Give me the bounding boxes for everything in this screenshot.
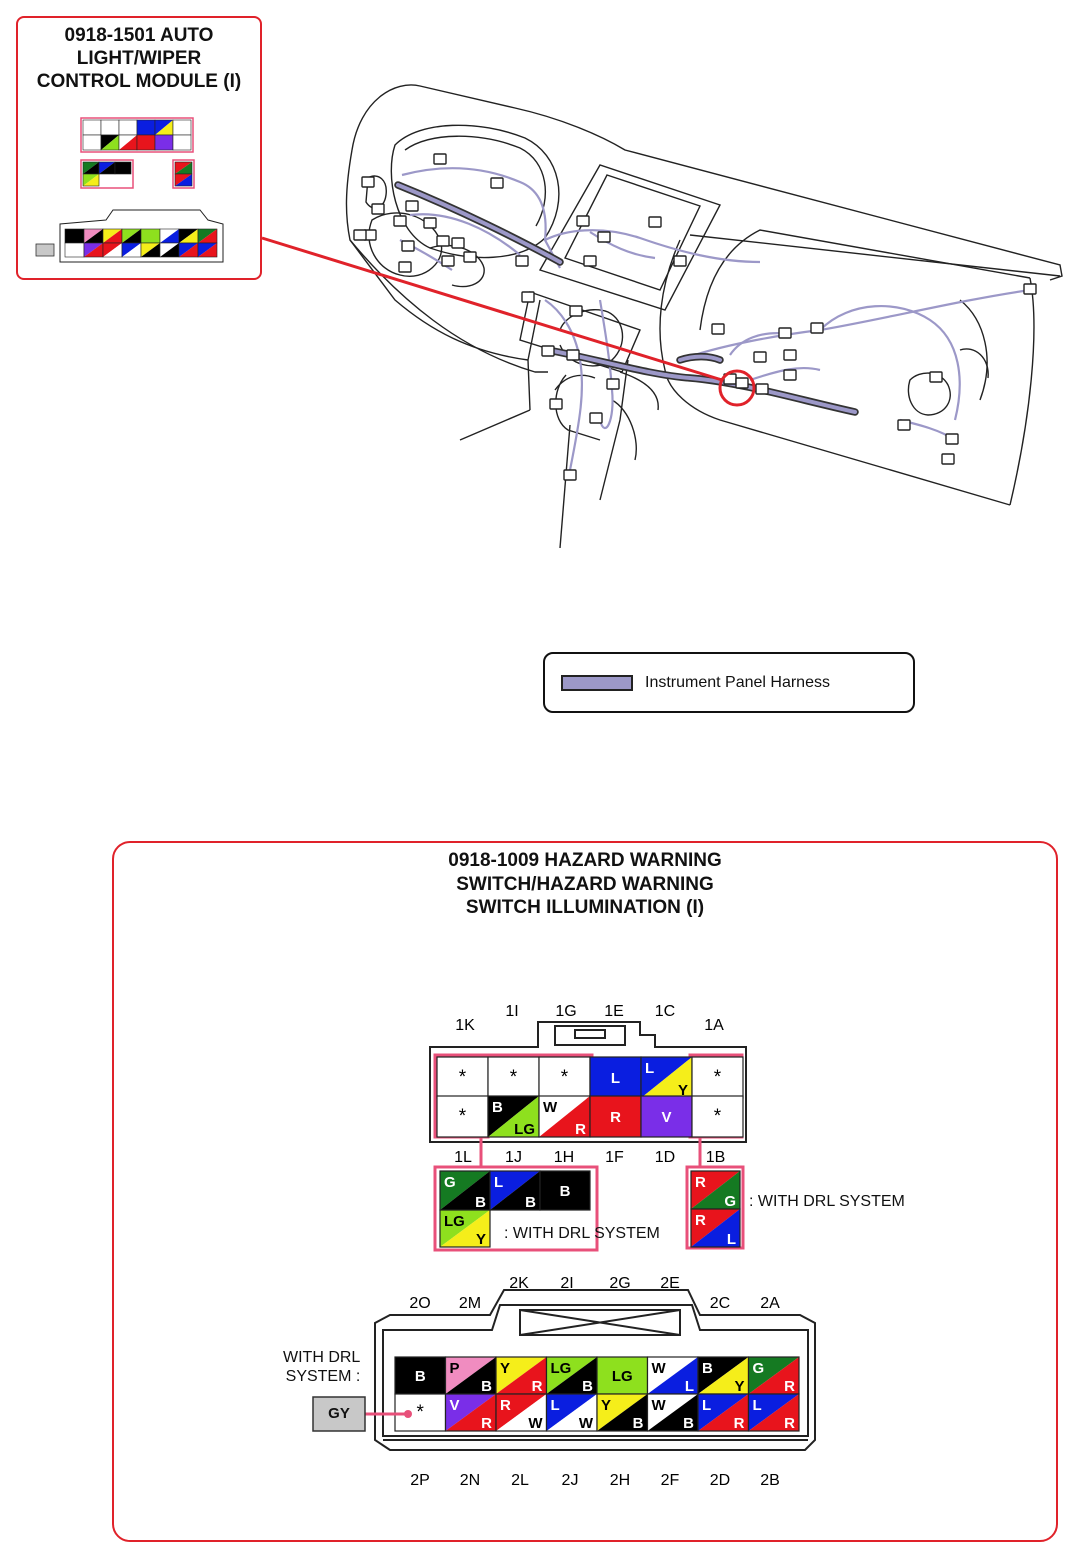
harness-swatch bbox=[561, 675, 633, 691]
legend-label: Instrument Panel Harness bbox=[645, 674, 830, 691]
hazard-callout-title: 0918-1009 HAZARD WARNING SWITCH/HAZARD W… bbox=[448, 850, 722, 918]
hazard-callout: 0918-1009 HAZARD WARNING SWITCH/HAZARD W… bbox=[112, 841, 1058, 1542]
legend-box: Instrument Panel Harness bbox=[543, 652, 915, 713]
drl-prefix: WITH DRL SYSTEM : bbox=[283, 1349, 361, 1385]
small-callout-title: 0918-1501 AUTO LIGHT/WIPER CONTROL MODUL… bbox=[36, 25, 242, 92]
drl-note-right: : WITH DRL SYSTEM bbox=[749, 1193, 905, 1210]
small-connector-thumbnail bbox=[35, 117, 224, 263]
drl-note-left: : WITH DRL SYSTEM bbox=[504, 1225, 660, 1242]
gy-label: GY bbox=[328, 1405, 350, 1422]
small-callout: 0918-1501 AUTO LIGHT/WIPER CONTROL MODUL… bbox=[16, 16, 262, 280]
